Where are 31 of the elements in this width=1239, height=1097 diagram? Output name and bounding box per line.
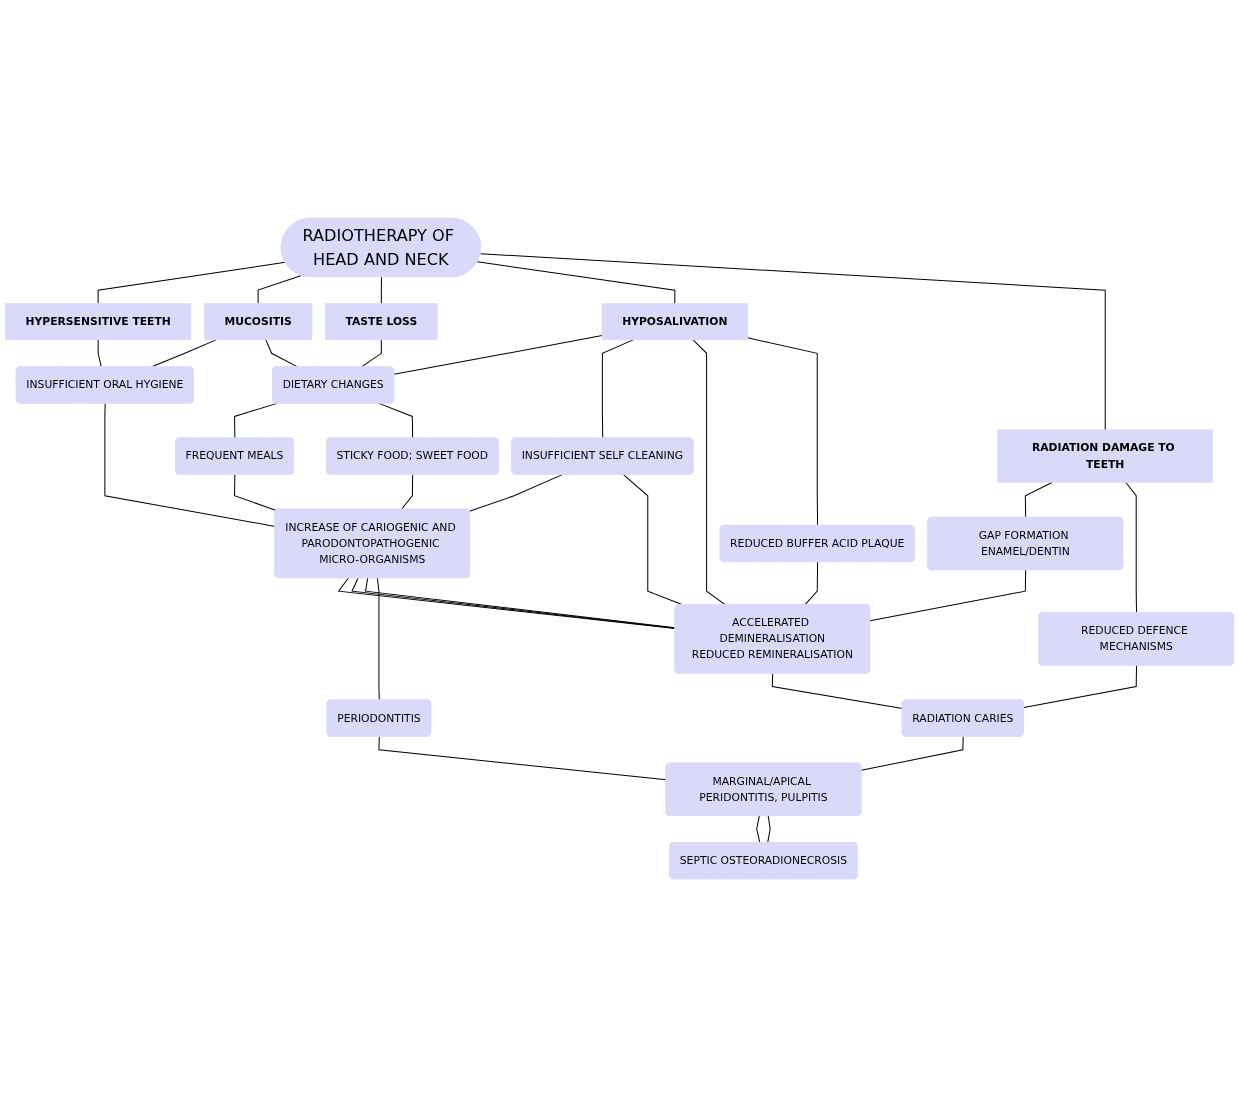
connector [400,474,414,511]
connector [380,276,382,305]
connector [1125,481,1138,614]
connector [469,474,563,512]
connector [234,474,277,511]
connector [479,253,1106,431]
node-box: HYPOSALIVATION [601,303,748,341]
connector [804,561,819,606]
connector [747,337,819,527]
connector [360,339,382,368]
connector [756,815,761,844]
connector [376,577,380,701]
connector [393,334,603,375]
connector [476,261,676,305]
node-box: MUCOSITIS [204,303,313,341]
connector [257,275,302,305]
connector [97,339,102,368]
connector [767,815,771,844]
connector [601,339,634,439]
connector [104,402,276,527]
connector [1023,664,1138,708]
connector [692,339,726,606]
connector [378,736,667,781]
node-box: TASTE LOSS [325,303,438,341]
connector [97,261,286,305]
node-box: RADIATION DAMAGE TO TEETH [997,429,1214,483]
node-box: HYPERSENSITIVE TEETH [5,303,192,341]
connector [869,569,1027,622]
connector [771,672,904,709]
connector [860,736,964,771]
connector [234,402,278,439]
